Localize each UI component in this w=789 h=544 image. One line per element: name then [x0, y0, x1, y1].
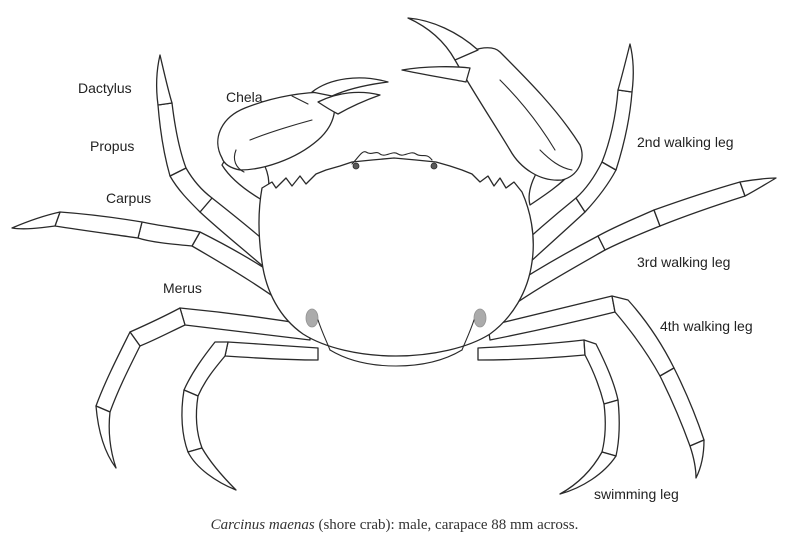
- caption-species: Carcinus maenas: [211, 517, 315, 533]
- label-2nd-walking-leg: 2nd walking leg: [637, 135, 734, 149]
- label-merus: Merus: [163, 281, 202, 295]
- caption-rest: (shore crab): male, carapace 88 mm acros…: [315, 517, 579, 533]
- figure-caption: Carcinus maenas (shore crab): male, cara…: [0, 517, 789, 534]
- label-3rd-walking-leg: 3rd walking leg: [637, 255, 730, 269]
- label-carpus: Carpus: [106, 191, 151, 205]
- label-4th-walking-leg: 4th walking leg: [660, 319, 753, 333]
- label-propus: Propus: [90, 139, 134, 153]
- label-dactylus: Dactylus: [78, 81, 132, 95]
- label-swimming-leg: swimming leg: [594, 487, 679, 501]
- label-chela: Chela: [226, 90, 263, 104]
